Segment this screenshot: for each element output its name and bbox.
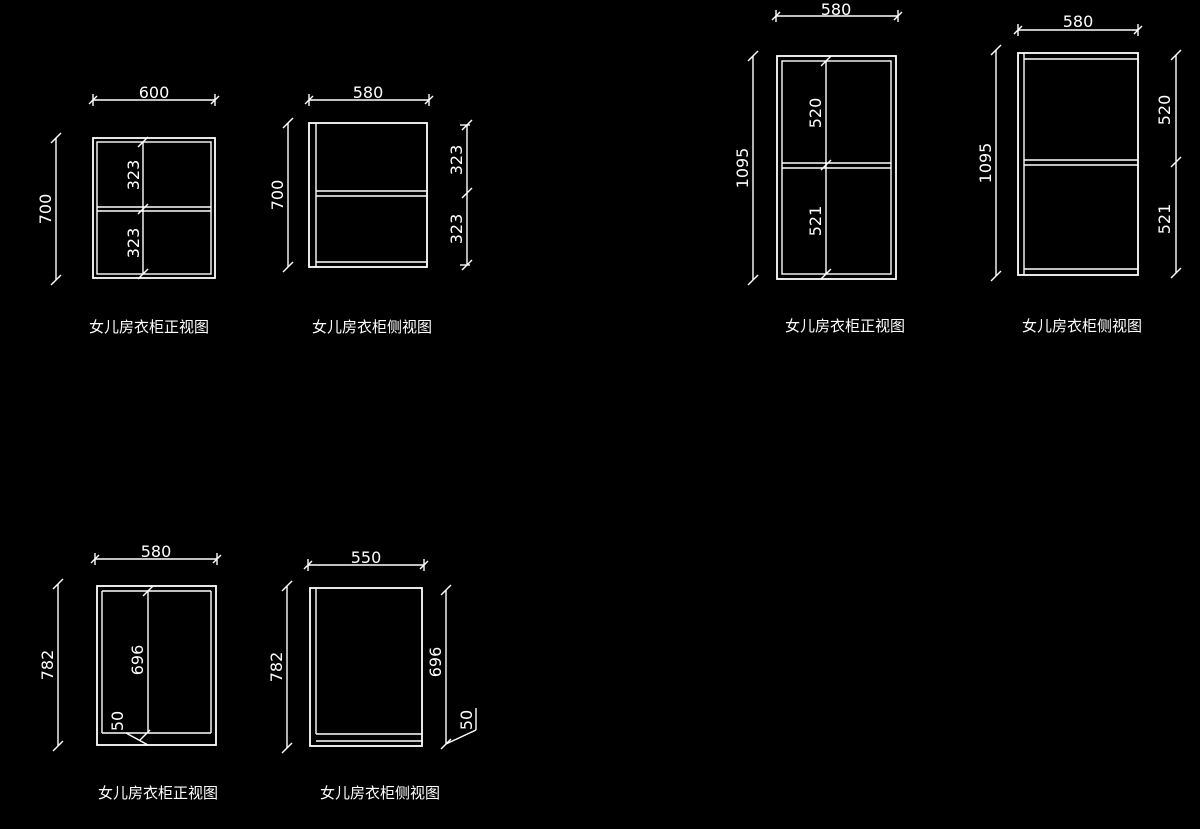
width-label: 580 [821, 0, 852, 19]
dimension-tick [419, 560, 429, 570]
dimension-tick [50, 274, 62, 286]
dimension-tick [1170, 49, 1182, 61]
cabinet-inner-outline [96, 141, 212, 275]
dimension-tick [440, 584, 452, 596]
dimension-tick [1133, 25, 1143, 35]
dimension-tick [771, 11, 781, 21]
height-label: 1095 [976, 143, 995, 184]
dimension-tick [424, 95, 434, 105]
leader-line [445, 729, 477, 745]
dimension-tick [90, 554, 100, 564]
dimension-tick [212, 554, 222, 564]
inner-dimension-label: 520 [1155, 95, 1174, 126]
height-label: 782 [38, 650, 57, 681]
dimension-tick [747, 274, 759, 286]
dimension-tick [282, 261, 294, 273]
width-label: 580 [353, 83, 384, 102]
dimension-tick [281, 580, 293, 592]
dimension-tick [1170, 267, 1182, 279]
drawing-front-view-3: 580 782 696 50 女儿房衣柜正视图 [38, 542, 222, 802]
drawing-front-view-2: 580 1095 520 521 女儿房衣柜正视图 [733, 0, 905, 335]
dimension-tick [747, 50, 759, 62]
dimension-tick [990, 44, 1002, 56]
cabinet-outline [309, 587, 423, 747]
drawing-caption: 女儿房衣柜侧视图 [312, 318, 432, 336]
drawing-caption: 女儿房衣柜正视图 [98, 784, 218, 802]
inner-dimension-label: 696 [128, 645, 147, 676]
height-label: 700 [36, 194, 55, 225]
dimension-tick [304, 95, 314, 105]
cabinet-outline [776, 55, 897, 280]
dimension-tick [282, 117, 294, 129]
inner-dimension-label: 696 [426, 647, 445, 678]
drawing-caption: 女儿房衣柜正视图 [89, 318, 209, 336]
dimension-tick [142, 585, 154, 597]
height-label: 1095 [733, 148, 752, 189]
dimension-tick [461, 259, 473, 271]
width-label: 550 [351, 548, 382, 567]
drawing-front-view-1: 600 700 323 323 女儿房衣柜正视图 [36, 83, 220, 336]
inner-dimension-label: 323 [447, 145, 466, 176]
base-dimension-label: 50 [457, 710, 476, 730]
leader-line [125, 732, 149, 746]
dimension-tick [210, 95, 220, 105]
dimension-tick [1170, 156, 1182, 168]
cabinet-outline [308, 122, 428, 268]
dimension-tick [52, 740, 64, 752]
dimension-tick [88, 95, 98, 105]
dimension-tick [893, 11, 903, 21]
drawing-side-view-1: 580 700 323 323 女儿房衣柜侧视图 [268, 83, 473, 336]
dimension-tick [820, 268, 832, 280]
dimension-tick [52, 578, 64, 590]
dimension-tick [50, 132, 62, 144]
dimension-tick [137, 136, 149, 148]
dimension-tick [1013, 25, 1023, 35]
inner-dimension-label: 323 [124, 160, 143, 191]
drawing-caption: 女儿房衣柜侧视图 [1022, 317, 1142, 335]
drawing-caption: 女儿房衣柜侧视图 [320, 784, 440, 802]
inner-dimension-label: 323 [124, 228, 143, 259]
inner-dimension-label: 323 [447, 214, 466, 245]
dimension-tick [281, 742, 293, 754]
drawing-side-view-3: 550 782 696 50 女儿房衣柜侧视图 [267, 548, 477, 802]
drawing-caption: 女儿房衣柜正视图 [785, 317, 905, 335]
dimension-tick [990, 270, 1002, 282]
inner-dimension-label: 520 [806, 98, 825, 129]
dimension-tick [820, 55, 832, 67]
cabinet-outline [92, 137, 216, 279]
height-label: 700 [268, 180, 287, 211]
inner-dimension-label: 521 [806, 206, 825, 237]
dimension-tick [137, 268, 149, 280]
dimension-tick [820, 159, 832, 171]
height-label: 782 [267, 652, 286, 683]
drawing-side-view-2: 580 1095 520 521 女儿房衣柜侧视图 [976, 12, 1182, 335]
cabinet-outline [1017, 52, 1139, 276]
width-label: 600 [139, 83, 170, 102]
dimension-tick [137, 203, 149, 215]
dimension-tick [461, 187, 473, 199]
cabinet-outline [96, 585, 217, 746]
dimension-tick [303, 560, 313, 570]
width-label: 580 [141, 542, 172, 561]
base-dimension-label: 50 [108, 711, 127, 731]
dimension-tick [461, 119, 473, 131]
dimension-tick [139, 729, 151, 741]
inner-dimension-label: 521 [1155, 204, 1174, 235]
width-label: 580 [1063, 12, 1094, 31]
